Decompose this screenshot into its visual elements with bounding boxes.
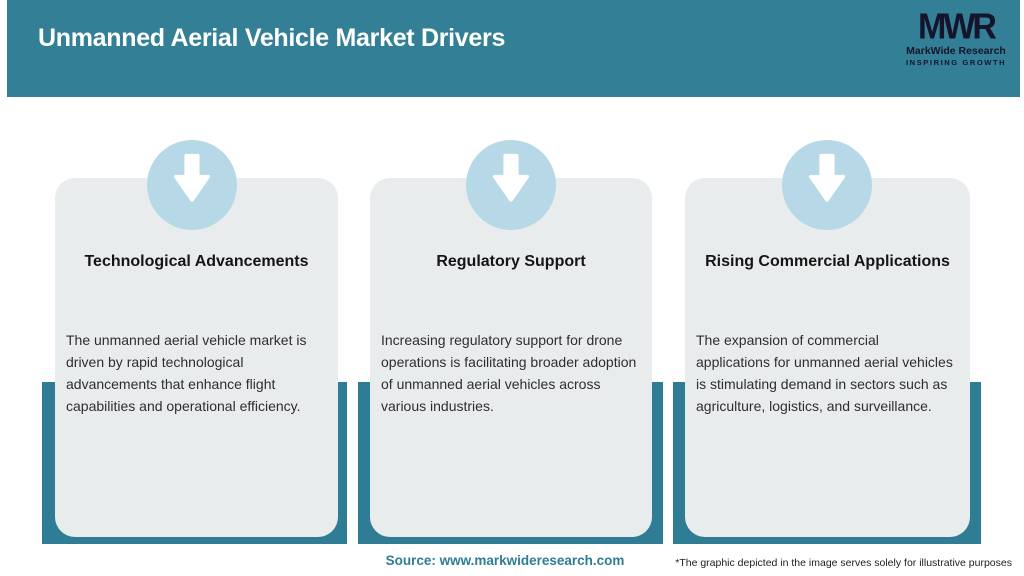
page-title: Unmanned Aerial Vehicle Market Drivers: [38, 24, 506, 52]
logo-name: MarkWide Research: [906, 45, 1006, 57]
header-band: Unmanned Aerial Vehicle Market Drivers M…: [7, 0, 1020, 97]
driver-card-technological-advancements: Technological Advancements The unmanned …: [55, 178, 338, 537]
down-arrow-icon: [147, 140, 237, 230]
logo-tagline: INSPIRING GROWTH: [906, 58, 1007, 67]
card-title: Rising Commercial Applications: [705, 253, 950, 270]
card-description: Increasing regulatory support for drone …: [381, 332, 637, 414]
markwide-research-logo: MWR MarkWide Research INSPIRING GROWTH: [906, 7, 1007, 67]
driver-card-regulatory-support: Regulatory Support Increasing regulatory…: [370, 178, 652, 537]
card-title: Technological Advancements: [84, 253, 309, 270]
card-description: The expansion of commercial applications…: [696, 332, 953, 414]
driver-card-rising-commercial-applications: Rising Commercial Applications The expan…: [685, 178, 970, 537]
down-arrow-icon: [466, 140, 556, 230]
down-arrow-icon: [782, 140, 872, 230]
source-text: Source: www.markwideresearch.com: [385, 553, 625, 568]
card-title: Regulatory Support: [436, 253, 586, 270]
card-description: The unmanned aerial vehicle market is dr…: [66, 332, 307, 414]
logo-monogram: MWR: [918, 7, 997, 47]
disclaimer-text: *The graphic depicted in the image serve…: [675, 557, 1012, 569]
